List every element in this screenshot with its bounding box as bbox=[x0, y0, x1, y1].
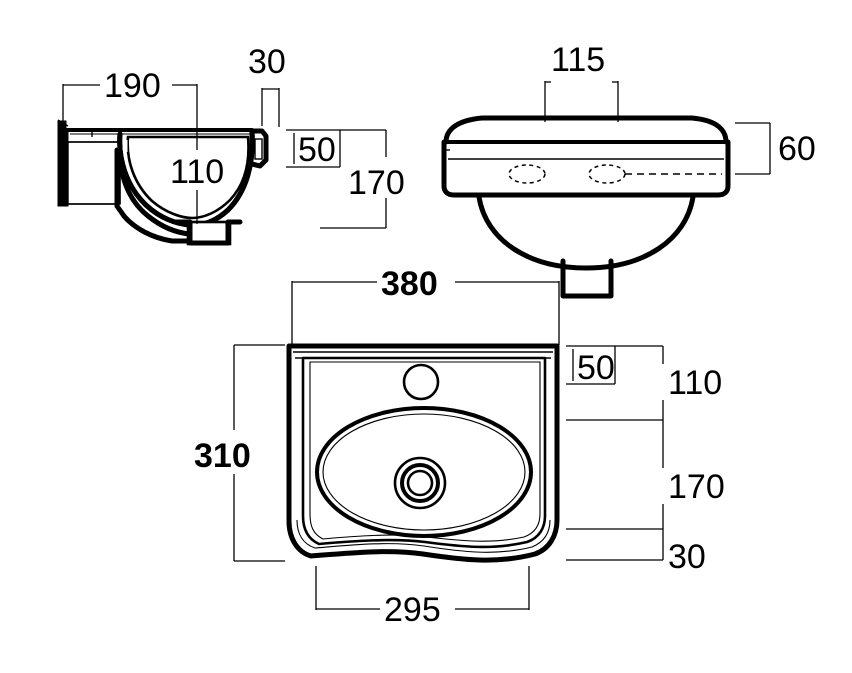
view-side-section: 190 30 bbox=[57, 43, 405, 246]
dimension-50-section: 50 bbox=[286, 129, 341, 169]
overflow-hidden-detail bbox=[508, 164, 722, 184]
dimension-310-label: 310 bbox=[194, 437, 251, 475]
dimension-30-plan: 30 bbox=[566, 529, 706, 576]
dimension-170-plan: 170 bbox=[566, 420, 725, 530]
dimension-310: 310 bbox=[194, 344, 285, 562]
basin-plan-outline bbox=[286, 343, 560, 563]
dimension-50-section-label: 50 bbox=[298, 131, 336, 169]
dimension-115-label: 115 bbox=[551, 41, 605, 79]
wall-bracket bbox=[57, 119, 121, 207]
basin-underside-section bbox=[114, 143, 193, 244]
dimension-295: 295 bbox=[315, 566, 530, 629]
dimension-50-plan: 50 bbox=[566, 345, 616, 387]
dimension-110-plan: 110 bbox=[566, 345, 722, 421]
dimension-110-section-label: 110 bbox=[170, 153, 224, 191]
view-plan: 380 310 bbox=[194, 265, 725, 629]
dimension-170-section: 170 bbox=[320, 129, 405, 229]
dimension-170-plan-label: 170 bbox=[668, 468, 725, 506]
tap-hole bbox=[402, 363, 440, 401]
dimension-190: 190 bbox=[62, 67, 198, 128]
mounting-lug-section bbox=[249, 128, 269, 169]
dimension-380: 380 bbox=[291, 265, 560, 345]
basin-front-body bbox=[441, 115, 731, 198]
view-front-elevation: 115 bbox=[441, 41, 816, 299]
dimension-170-section-label: 170 bbox=[348, 164, 405, 202]
basin-bowl-underside-front bbox=[476, 194, 696, 271]
dimension-30-top-label: 30 bbox=[248, 43, 286, 81]
dimension-110-plan-label: 110 bbox=[668, 364, 722, 402]
dimension-50-plan-label: 50 bbox=[577, 349, 615, 387]
waste-outlet-front bbox=[560, 258, 614, 299]
dimension-60-label: 60 bbox=[778, 130, 816, 168]
waste-outlet-plan bbox=[393, 456, 447, 510]
dimension-30-top: 30 bbox=[248, 43, 286, 127]
dimension-60: 60 bbox=[735, 122, 816, 175]
basin-bowl-section bbox=[117, 129, 255, 228]
dimension-295-label: 295 bbox=[384, 591, 441, 629]
dimension-190-label: 190 bbox=[104, 67, 161, 105]
dimension-380-label: 380 bbox=[381, 265, 438, 303]
dimension-115: 115 bbox=[544, 41, 619, 122]
basin-bowl-plan bbox=[315, 406, 533, 538]
dimension-30-plan-label: 30 bbox=[668, 538, 706, 576]
waste-outlet-section bbox=[173, 219, 243, 246]
dimension-110-section: 110 bbox=[170, 128, 224, 224]
